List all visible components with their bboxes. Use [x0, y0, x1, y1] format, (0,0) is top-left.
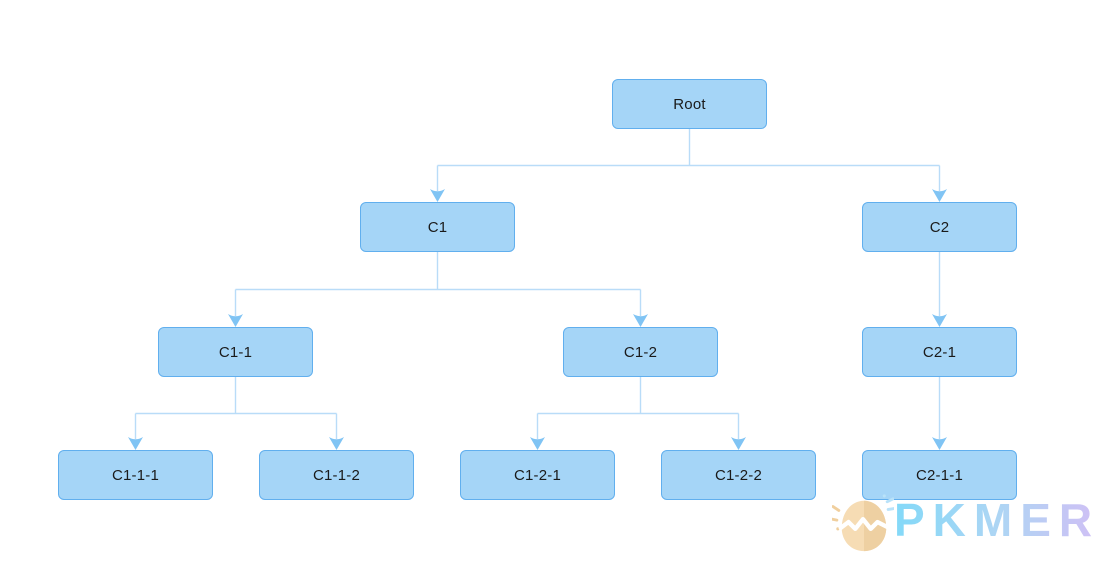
tree-node-c1-2-2: C1-2-2 [661, 450, 816, 500]
tree-node-c2-1: C2-1 [862, 327, 1017, 377]
tree-node-c1-1-1: C1-1-1 [58, 450, 213, 500]
tree-node-c1-2: C1-2 [563, 327, 718, 377]
tree-node-c1-2-1: C1-2-1 [460, 450, 615, 500]
pkmer-egg-logo-icon [832, 494, 894, 552]
tree-node-c2: C2 [862, 202, 1017, 252]
pkmer-watermark-text: PKMER [894, 497, 1096, 543]
tree-node-c1-1: C1-1 [158, 327, 313, 377]
tree-node-c1-1-2: C1-1-2 [259, 450, 414, 500]
tree-node-root: Root [612, 79, 767, 129]
tree-node-c1: C1 [360, 202, 515, 252]
pkmer-watermark: PKMER [830, 488, 1096, 560]
tree-node-c2-1-1: C2-1-1 [862, 450, 1017, 500]
